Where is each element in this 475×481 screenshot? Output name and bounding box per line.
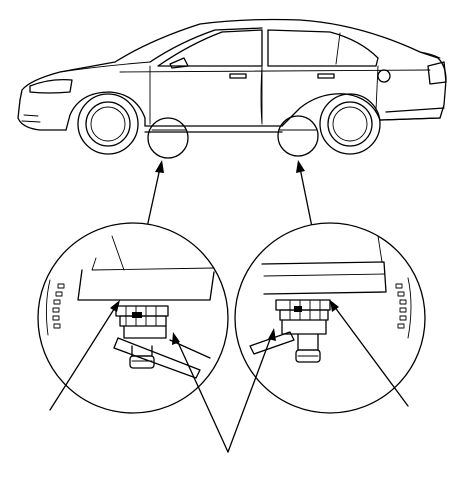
front-lift-point-circle: [147, 117, 189, 159]
tail-light: [427, 61, 447, 85]
rear-window: [267, 29, 379, 67]
front-window: [157, 29, 263, 67]
detail-rear-lift-point: [234, 222, 426, 414]
front-wheel: [77, 93, 139, 155]
detail-front-lift-point: [37, 222, 229, 414]
headlight: [29, 78, 73, 94]
fuel-door: [377, 69, 391, 83]
rear-lift-point-circle: [277, 115, 319, 157]
front-door-handle: [229, 73, 247, 79]
leader-line: [49, 300, 409, 453]
jack-adapter-icon: [113, 305, 211, 379]
windshield: [149, 27, 263, 63]
side-mirror: [169, 57, 189, 69]
sill-slots-right: [395, 277, 412, 339]
front-wheel-arch: [65, 91, 146, 131]
front-bumper: [17, 99, 67, 131]
jack-adapter-icon-rear: [249, 299, 331, 363]
rear-door-handle: [317, 73, 335, 79]
rear-wheel: [319, 93, 381, 155]
sedan-illustration: [17, 18, 447, 159]
door-seams: [149, 65, 379, 125]
pointer-arrow-icon: [145, 160, 314, 233]
sill-slots-left: [45, 279, 65, 336]
car-sill-line: [144, 125, 283, 133]
